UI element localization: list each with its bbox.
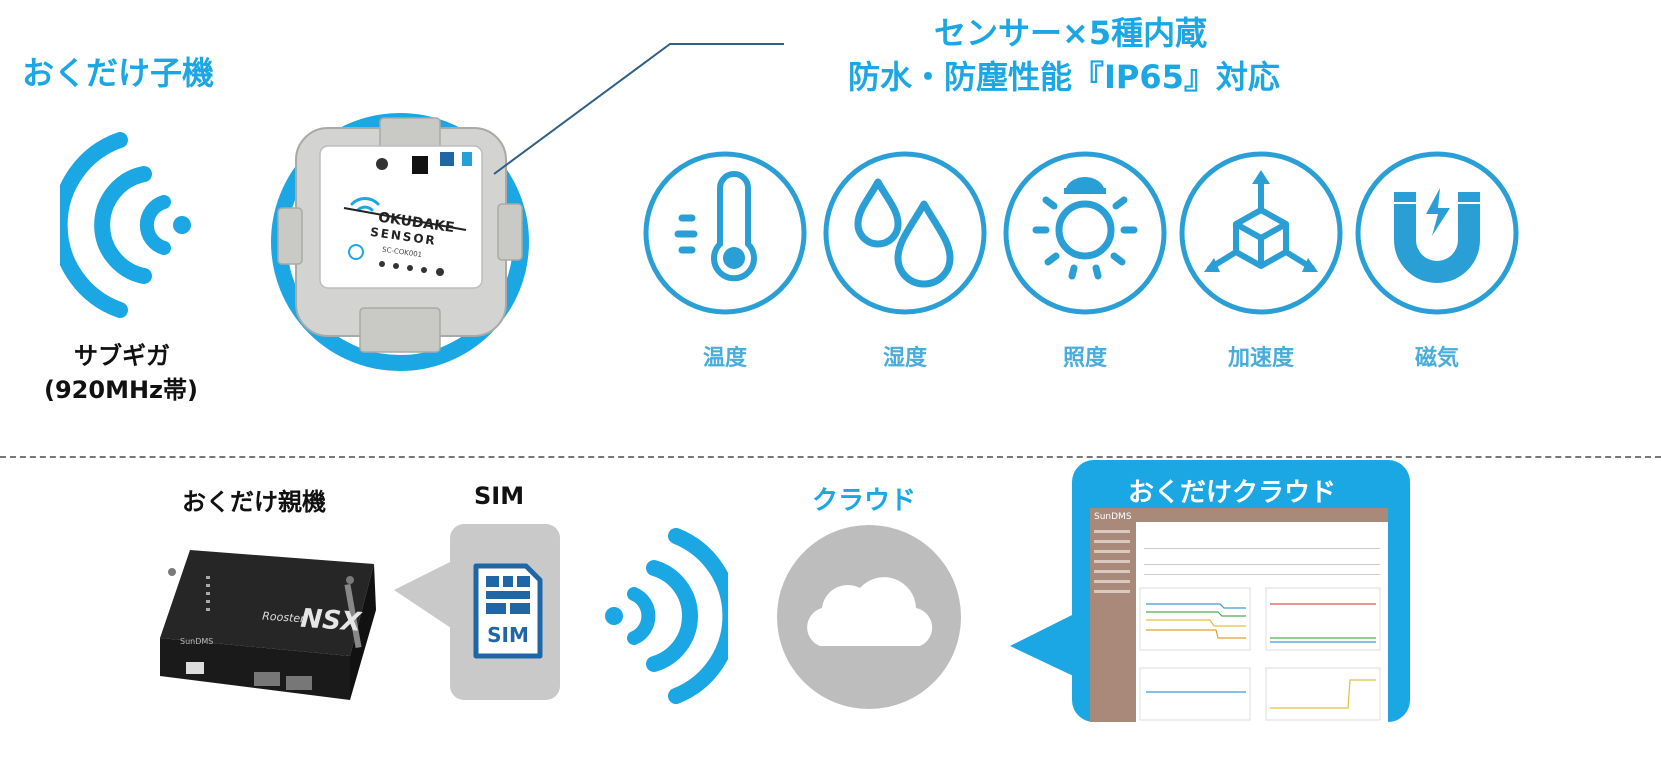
sim-title: SIM (474, 482, 525, 510)
parent-device-title: おくだけ親機 (182, 488, 326, 516)
feature-sensors-title: センサー×5種内蔵 (934, 14, 1208, 52)
sensor-label-acceleration: 加速度 (1227, 346, 1294, 371)
router-maker: SunDMS (180, 637, 213, 646)
light-bulb-icon (1003, 151, 1167, 315)
sensor-label-magnetism: 磁気 (1414, 346, 1459, 371)
magnet-icon (1355, 151, 1519, 315)
callout-line (493, 43, 784, 175)
router-model: NSX (300, 604, 364, 638)
sensor-label-humidity: 湿度 (882, 346, 927, 371)
sim-card-label: SIM (487, 623, 529, 647)
dashboard-brand: SunDMS (1094, 512, 1132, 522)
child-device-title: おくだけ子機 (22, 54, 215, 92)
okudake-cloud-title: おくだけクラウド (1128, 478, 1337, 508)
radio-band-frequency: (920MHz帯) (44, 376, 198, 404)
wireless-signal-icon (60, 132, 191, 318)
sensor-label-temperature: 温度 (702, 346, 747, 371)
acceleration-cube-icon (1179, 151, 1343, 315)
thermometer-icon (643, 151, 807, 315)
radio-band-label: サブギガ (74, 342, 170, 370)
router-brand: Rooster (262, 609, 307, 625)
cloud-icon (777, 525, 961, 709)
water-drops-icon (823, 151, 987, 315)
sim-card-icon: SIM (473, 563, 543, 659)
feature-ip65-title: 防水・防塵性能『IP65』対応 (848, 58, 1280, 96)
child-sensor-device: OKUDAKE SENSOR SC-COK001 (271, 113, 529, 371)
cloud-title: クラウド (812, 486, 917, 516)
cloud-dashboard-screenshot: SunDMS (1090, 508, 1388, 722)
section-divider (0, 456, 1661, 458)
router-device: Rooster NSX SunDMS (160, 550, 376, 700)
sensor-label-illuminance: 照度 (1062, 346, 1107, 371)
cellular-signal-icon (605, 528, 728, 704)
